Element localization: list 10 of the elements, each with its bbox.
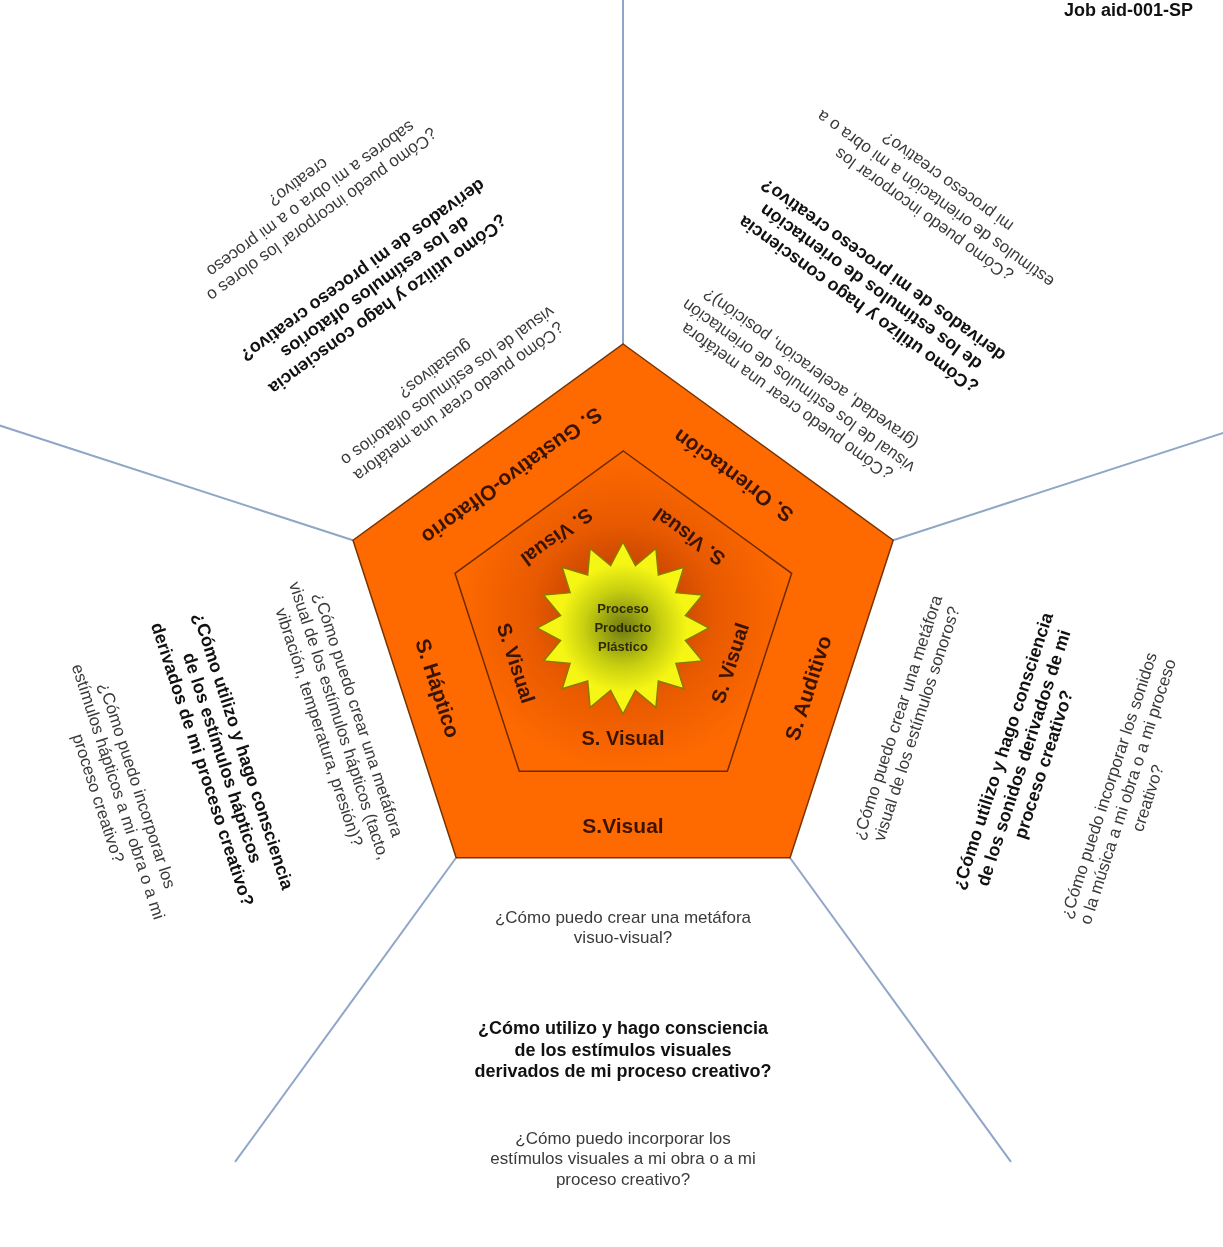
- sense-label: S. Visual: [707, 620, 754, 706]
- document-code: Job aid-001-SP: [1063, 0, 1193, 21]
- sense-label: S.Visual: [582, 814, 664, 838]
- sense-label: S. Visual: [492, 620, 539, 706]
- center-label: Proceso Producto Plástico: [593, 599, 653, 656]
- question-text: ¿Cómo puedo incorporar los estímulos visuales a mi obra o a mi proceso creativo?: [489, 1129, 757, 1191]
- question-text: ¿Cómo puedo crear una metáfora visuo-visual?: [493, 907, 753, 949]
- question-text: ¿Cómo utilizo y hago consciencia de los estímulos visuales derivados de mi proceso creativo?: [473, 1017, 773, 1083]
- sense-label: S. Háptico: [410, 635, 465, 741]
- sense-label: S. Visual: [581, 727, 665, 749]
